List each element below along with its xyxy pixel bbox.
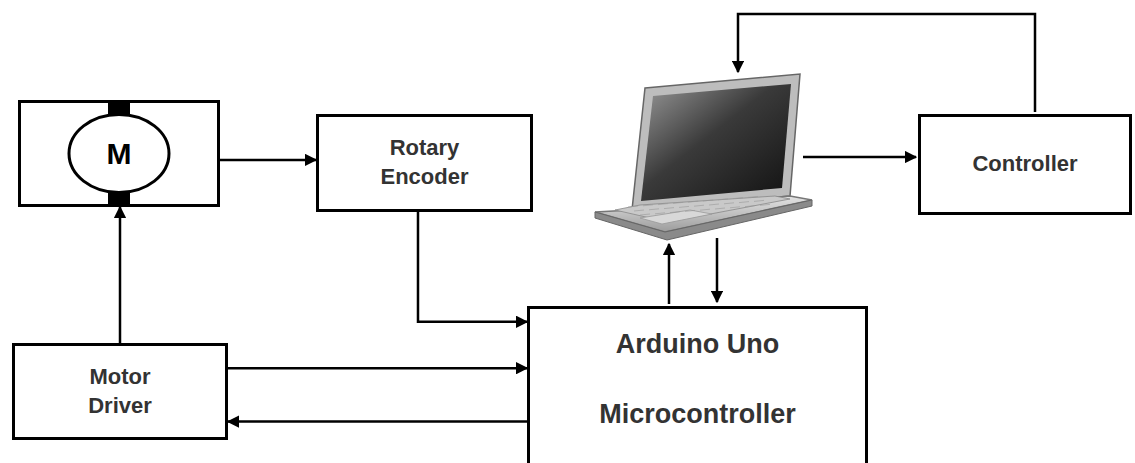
box-label: Rotary Encoder: [350, 134, 500, 191]
box-label: Motor Driver: [60, 363, 180, 420]
signal-arrow: [119, 207, 122, 343]
controller-box: Controller: [918, 114, 1132, 215]
box-label: Microcontroller: [599, 397, 796, 432]
laptop-icon: [595, 74, 812, 240]
box-label: Controller: [972, 150, 1077, 179]
signal-arrow: [228, 367, 527, 370]
signal-arrow: [418, 212, 527, 322]
signal-arrow: [228, 420, 527, 423]
microcontroller-box: Arduino UnoMicrocontroller: [527, 306, 868, 463]
motor-box: M: [18, 100, 220, 207]
box-label: Arduino Uno: [616, 327, 779, 362]
driver-box: Motor Driver: [12, 343, 228, 440]
encoder-box: Rotary Encoder: [316, 114, 533, 212]
signal-arrow: [220, 159, 316, 162]
motor-label: M: [107, 134, 132, 173]
